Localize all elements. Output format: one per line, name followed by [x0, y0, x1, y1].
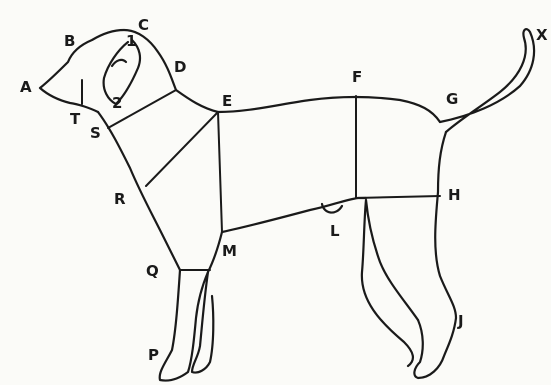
label-E: E: [222, 92, 232, 110]
label-G: G: [446, 90, 458, 108]
label-P: P: [148, 346, 159, 364]
label-A: A: [20, 78, 32, 96]
label-J: J: [457, 312, 464, 330]
dog-eye-mark: [112, 60, 126, 66]
dog-hind-leg-inner-outline: [362, 200, 418, 366]
label-M: M: [222, 242, 237, 260]
dog-back-outline: [218, 97, 440, 122]
label-L: L: [330, 222, 340, 240]
line-L-H: [356, 196, 440, 198]
label-C: C: [138, 16, 149, 34]
label-X: X: [536, 26, 548, 44]
line-shoulder-E-R: [146, 112, 218, 186]
dog-neck-top-outline: [176, 90, 218, 112]
label-T: T: [70, 110, 81, 128]
label-2: 2: [112, 94, 122, 112]
dog-rear-outline: [414, 132, 456, 378]
dog-tail-outline: [440, 29, 534, 132]
label-1: 1: [126, 32, 136, 50]
label-Q: Q: [146, 262, 159, 280]
dog-head-outline: [40, 30, 176, 112]
label-H: H: [448, 186, 461, 204]
label-R: R: [114, 190, 126, 208]
dog-belly-outline: [222, 198, 366, 232]
label-S: S: [90, 124, 101, 142]
label-D: D: [174, 58, 186, 76]
label-B: B: [64, 32, 75, 50]
label-F: F: [352, 68, 362, 86]
dog-chest-outline: [98, 112, 180, 270]
line-E-M: [218, 112, 222, 232]
